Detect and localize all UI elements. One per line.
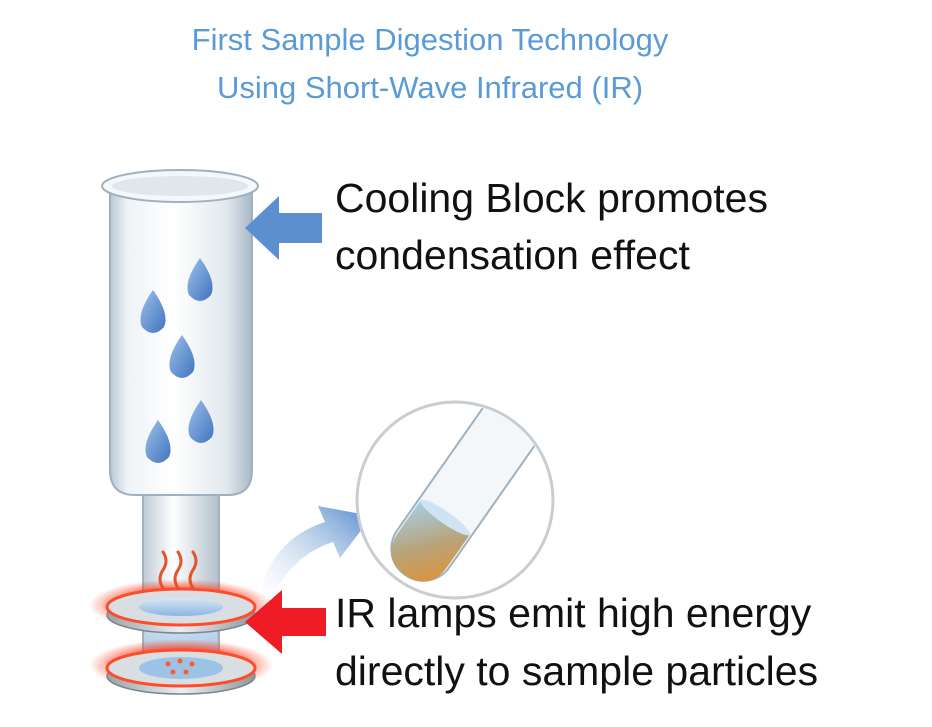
cooling-caption-line-2: condensation effect	[335, 232, 690, 278]
droplet-icon	[188, 400, 214, 443]
droplet-icon	[169, 335, 195, 378]
ir-caption-line-1: IR lamps emit high energy	[335, 590, 812, 636]
magnified-sample-icon	[355, 400, 555, 600]
cooling-caption-line-1: Cooling Block promotes	[335, 175, 768, 221]
ir-lamp-upper-icon	[89, 579, 273, 634]
title-line-1: First Sample Digestion Technology	[191, 22, 669, 57]
ir-arrow-icon	[245, 590, 326, 654]
droplet-icon	[140, 290, 166, 333]
magnify-arrow-icon	[258, 506, 372, 600]
droplet-icon	[187, 258, 213, 301]
title-line-2: Using Short-Wave Infrared (IR)	[216, 70, 644, 105]
droplet-icon	[145, 420, 171, 463]
ir-caption-line-2: directly to sample particles	[335, 648, 819, 694]
ir-lamp-lower-icon	[89, 639, 273, 695]
condensation-droplets	[140, 258, 214, 463]
cooling-arrow-icon	[245, 196, 322, 260]
heat-waves-icon	[158, 550, 198, 590]
